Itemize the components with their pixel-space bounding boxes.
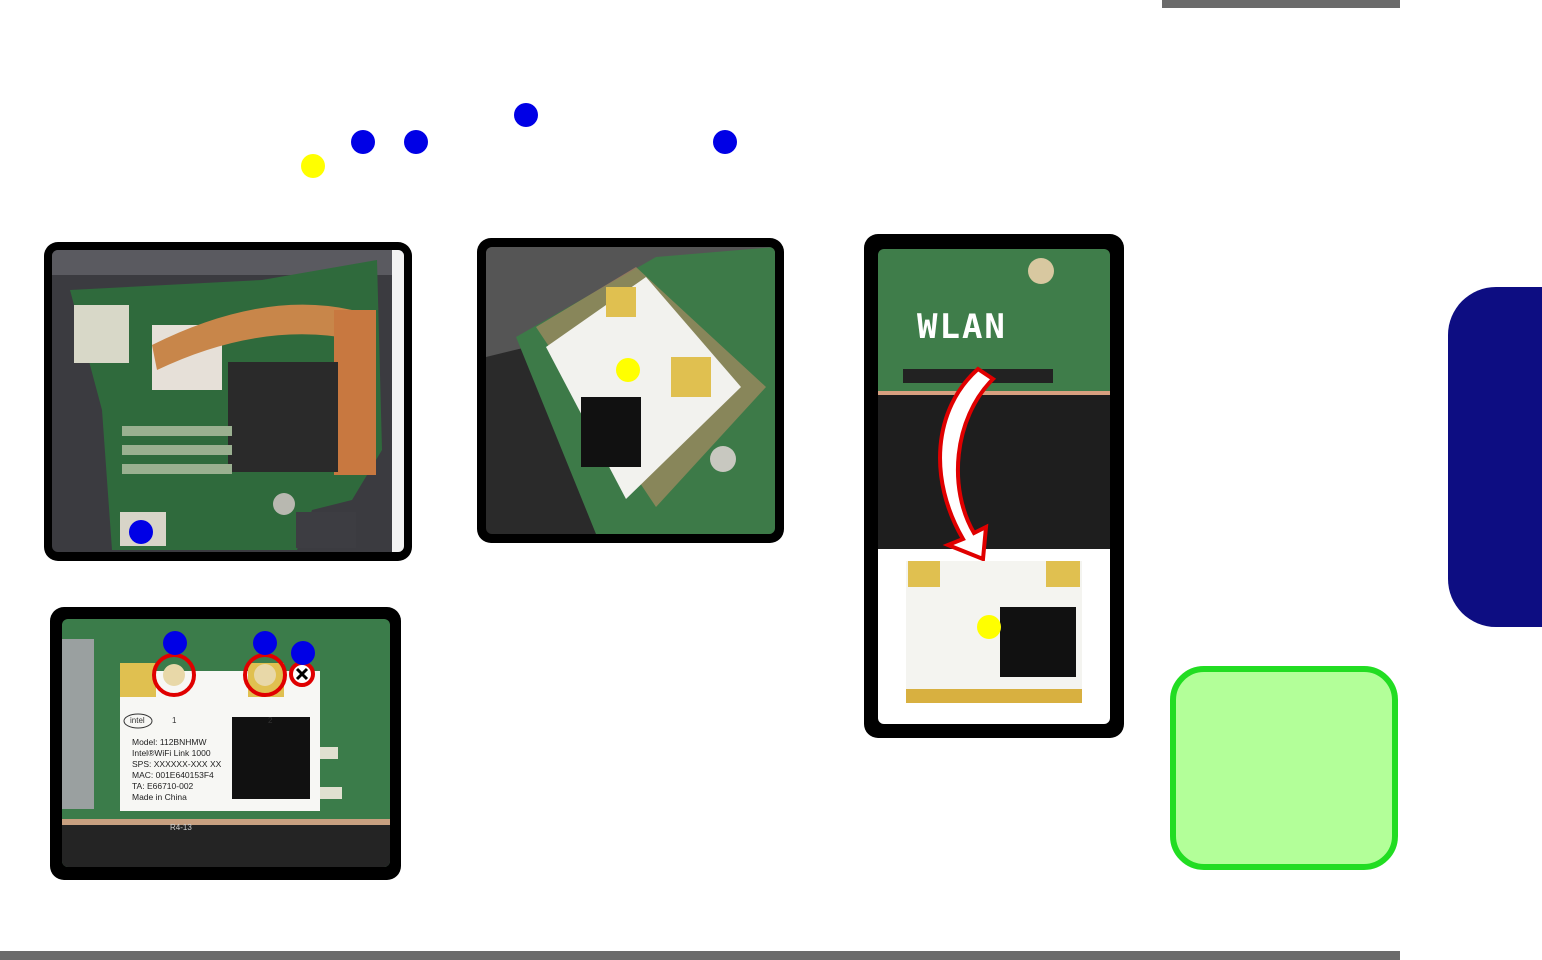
footer-rule	[0, 951, 1400, 960]
label-antenna-2: 2	[268, 716, 273, 725]
label-mac: MAC: 001E640153F4	[132, 770, 214, 780]
callout-marker-blue	[253, 631, 277, 655]
label-brand: intel	[130, 716, 145, 725]
chapter-side-tab	[1448, 287, 1542, 627]
wlan-module-raised-illustration	[486, 247, 775, 534]
wlan-card-label-text: Model: 112BNHMW Intel®WiFi Link 1000 SPS…	[132, 737, 238, 803]
label-model: Model: 112BNHMW	[132, 737, 207, 747]
callout-marker-yellow	[616, 358, 640, 382]
callout-marker-blue	[291, 641, 315, 665]
label-ta: TA: E66710-002	[132, 781, 194, 791]
photo-wlan-raised	[477, 238, 784, 543]
callout-marker-yellow	[977, 615, 1001, 639]
wlan-silkscreen-label: WLAN	[917, 307, 1007, 347]
photo-wlan-screws: intel 1 2 Model: 112BNHMW Intel®WiFi Lin…	[50, 607, 401, 880]
label-origin: Made in China	[132, 792, 187, 802]
callout-marker-blue	[713, 130, 737, 154]
wlan-closeup-illustration	[62, 619, 390, 867]
callout-marker-blue	[404, 130, 428, 154]
label-sps: SPS: XXXXXX-XXX XX	[132, 759, 222, 769]
callout-marker-blue	[129, 520, 153, 544]
callout-marker-blue	[163, 631, 187, 655]
callout-marker-blue	[351, 130, 375, 154]
header-rule	[1162, 0, 1400, 8]
photo-wlan-removed: WLAN	[864, 234, 1124, 738]
label-product: Intel®WiFi Link 1000	[132, 748, 211, 758]
callout-marker-blue	[514, 103, 538, 127]
motherboard-illustration	[52, 250, 404, 552]
wlan-slot-and-module-illustration	[878, 249, 1110, 724]
label-edge-mark: R4-13	[170, 823, 192, 832]
callout-marker-yellow	[301, 154, 325, 178]
note-box	[1170, 666, 1398, 870]
photo-wlan-location	[44, 242, 412, 561]
label-antenna-1: 1	[172, 716, 177, 725]
